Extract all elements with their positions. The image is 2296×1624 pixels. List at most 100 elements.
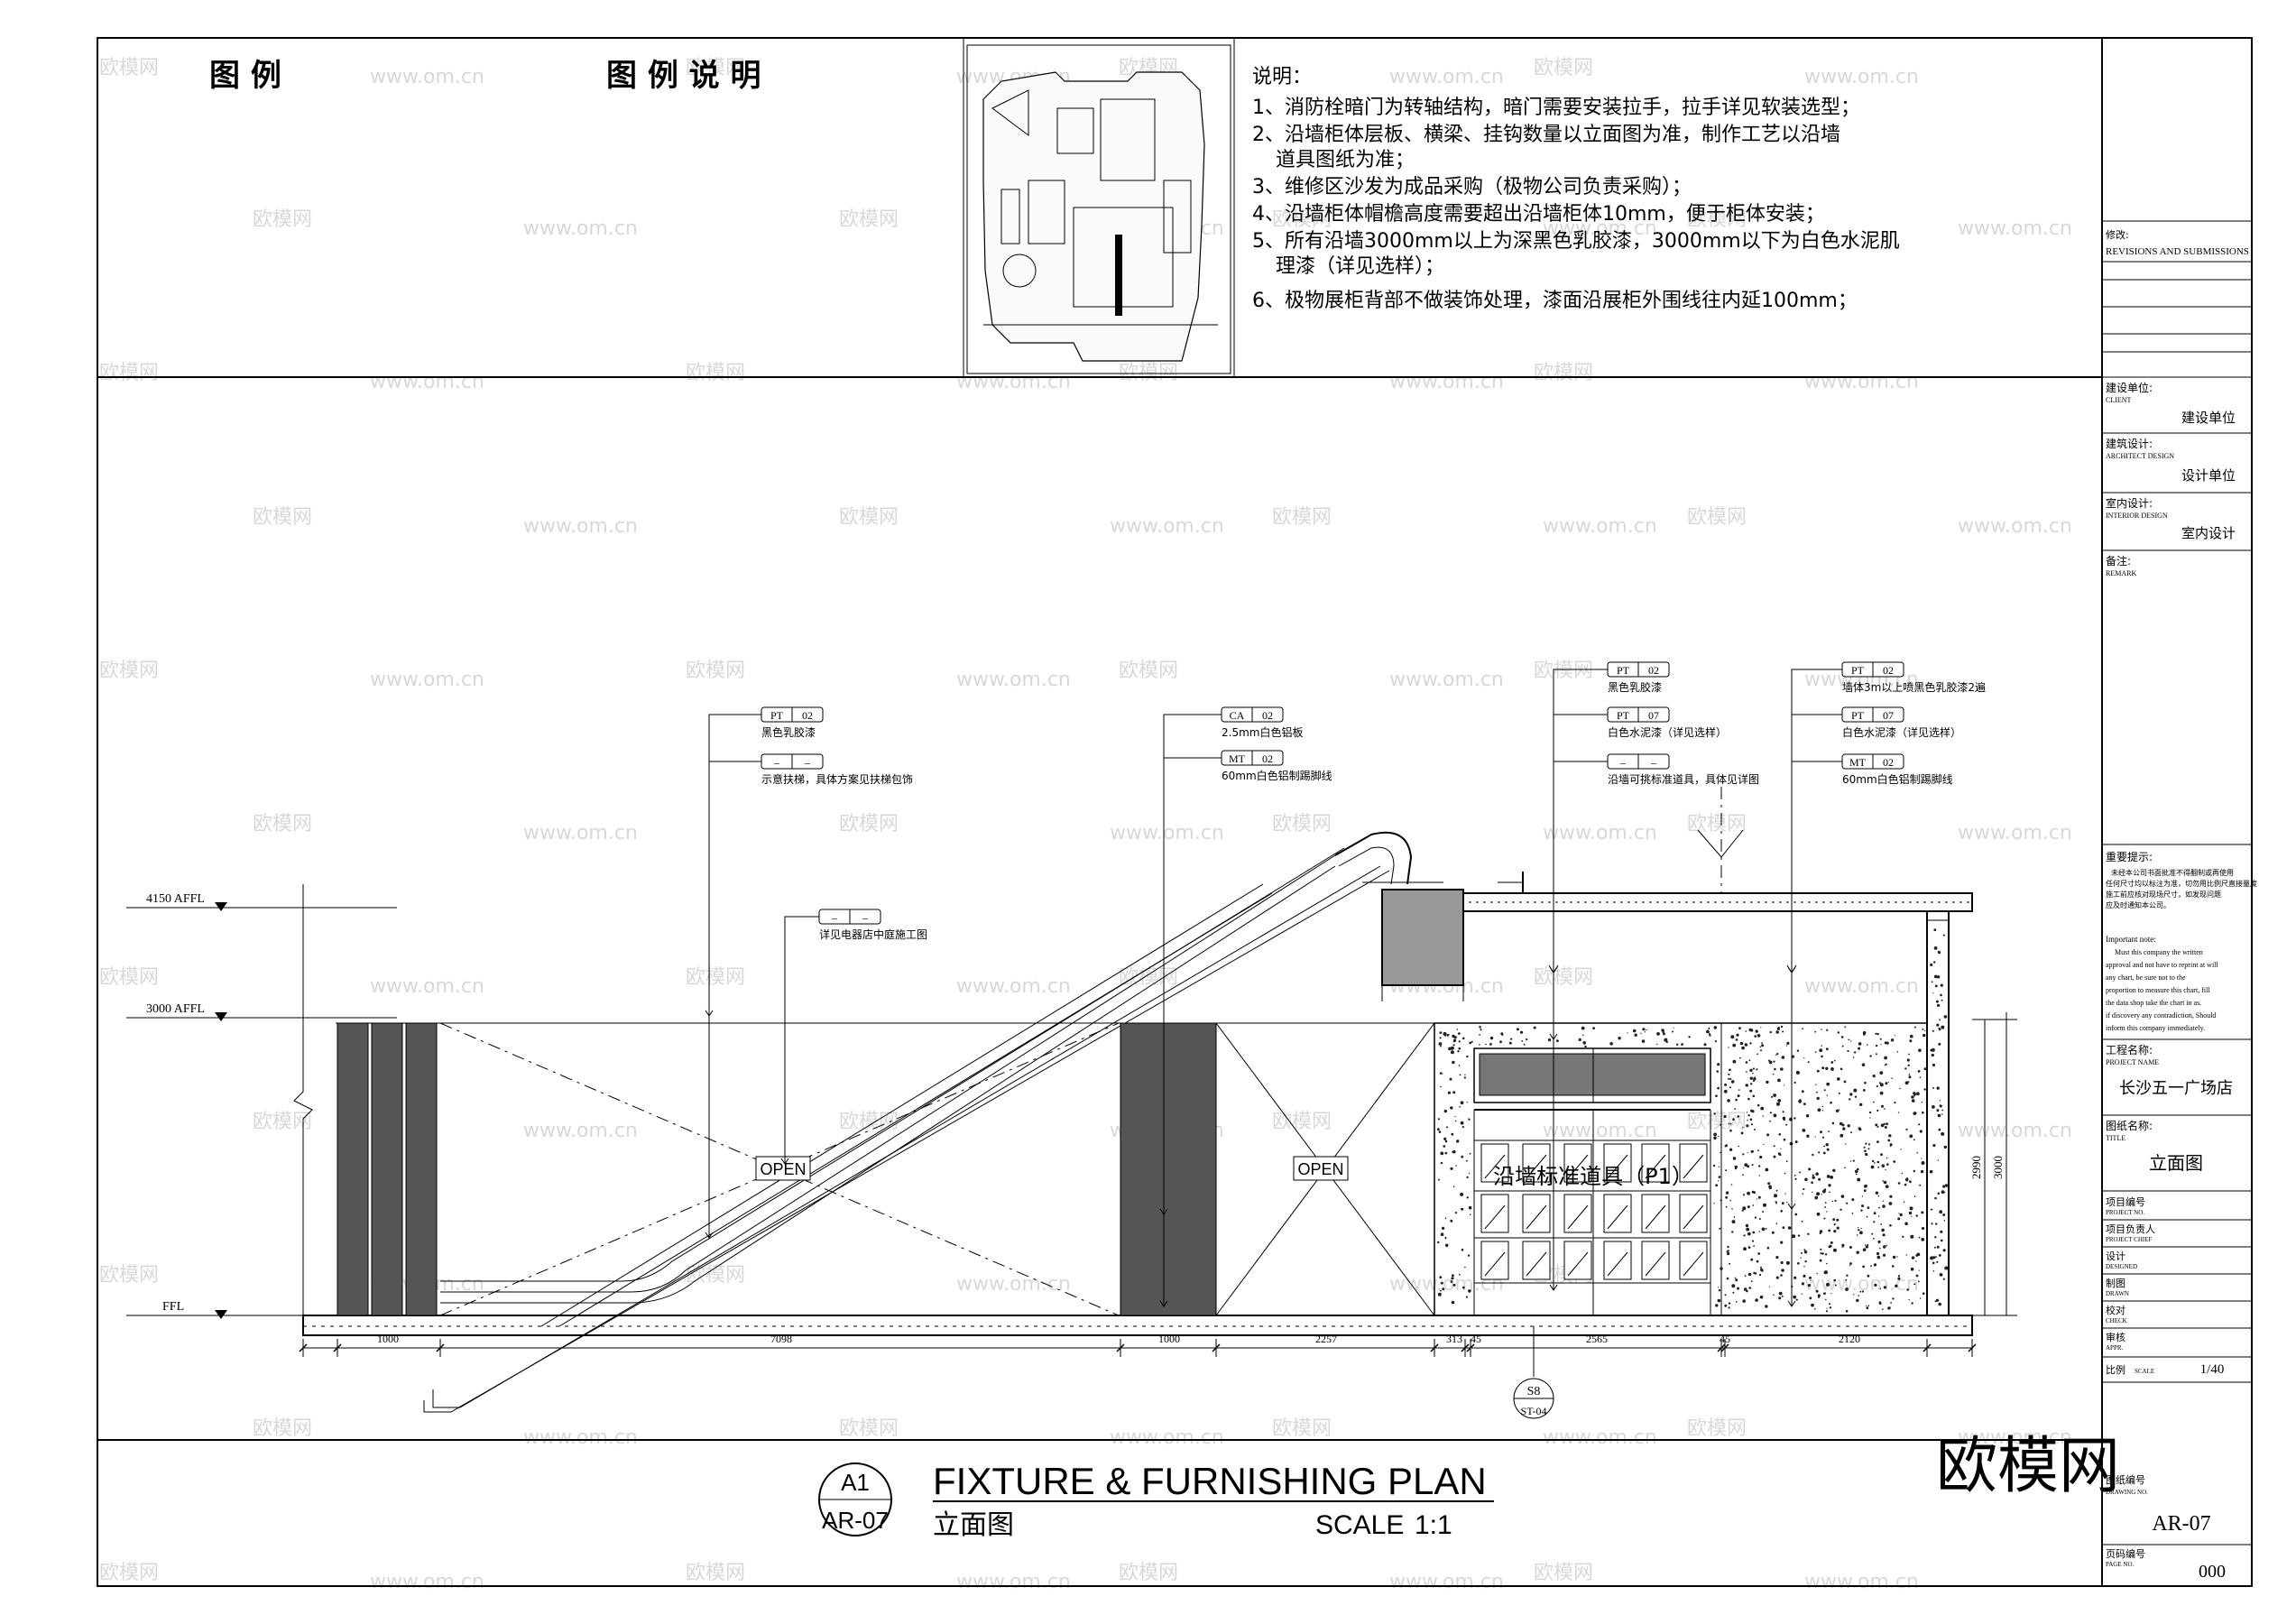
project-value: 长沙五一广场店: [2119, 1079, 2233, 1098]
texture-dot: [1932, 992, 1934, 994]
texture-dot: [1444, 1236, 1447, 1239]
texture-dot: [1911, 1099, 1915, 1103]
important-note: 施工前应核对现场尺寸，如发现问题: [2106, 890, 2221, 899]
texture-dot: [1466, 1176, 1469, 1179]
texture-dot: [1741, 1209, 1744, 1212]
material-desc: 沿墙可挑标准道具，具体见详图: [1608, 772, 1759, 786]
texture-dot: [1775, 1203, 1777, 1204]
texture-dot: [1729, 1086, 1731, 1089]
texture-dot: [1921, 1161, 1925, 1165]
texture-dot: [1830, 1101, 1832, 1104]
texture-dot: [1453, 1036, 1457, 1039]
interior-label-en: INTERIOR DESIGN: [2106, 512, 2168, 520]
texture-dot: [1744, 1275, 1747, 1277]
texture-dot: [1933, 928, 1937, 931]
texture-dot: [1452, 1038, 1457, 1042]
texture-dot: [1864, 1081, 1867, 1084]
texture-dot: [1944, 1266, 1949, 1270]
texture-dot: [1760, 1049, 1762, 1052]
row-label: 校对: [2106, 1304, 2125, 1316]
texture-dot: [1882, 1180, 1884, 1182]
texture-dot: [1729, 1199, 1731, 1202]
open-panel-1: OPEN: [439, 1022, 1120, 1316]
texture-dot: [1468, 1205, 1472, 1210]
texture-dot: [1462, 1126, 1464, 1129]
texture-dot: [1819, 1048, 1823, 1053]
texture-dot: [1909, 1206, 1913, 1211]
texture-dot: [1785, 1260, 1790, 1265]
texture-dot: [1763, 1143, 1765, 1146]
legend-heading: 图 例: [209, 58, 281, 94]
texture-dot: [1782, 1030, 1784, 1033]
texture-dot: [1939, 1019, 1941, 1021]
texture-dot: [1832, 1218, 1836, 1222]
watermark-url: www.om.cn: [370, 1571, 484, 1593]
texture-dot: [1717, 1298, 1721, 1303]
texture-dot: [1452, 1060, 1455, 1065]
watermark-text: 欧模网: [1687, 208, 1747, 231]
watermark-url: www.om.cn: [523, 1120, 638, 1142]
texture-dot: [1936, 1086, 1940, 1090]
fixture-hook: [1607, 1154, 1628, 1179]
note-line: 2、沿墙柜体层板、横梁、挂钩数量以立面图为准，制作工艺以沿墙: [1252, 124, 1840, 146]
dim-slash: [436, 1343, 445, 1352]
watermark-url: www.om.cn: [523, 515, 638, 538]
texture-dot: [1941, 1113, 1943, 1115]
watermark-url: www.om.cn: [1958, 515, 2072, 538]
texture-dot: [1913, 1195, 1916, 1197]
texture-dot: [1876, 1140, 1879, 1143]
texture-dot: [1911, 1215, 1913, 1217]
dim-slash: [1212, 1343, 1221, 1352]
texture-dot: [1942, 934, 1944, 936]
watermark-text: 欧模网: [1534, 1562, 1593, 1584]
texture-dot: [1816, 1192, 1821, 1196]
texture-dot: [1706, 1029, 1710, 1034]
texture-dot: [1875, 1123, 1878, 1127]
texture-dot: [1618, 1037, 1621, 1040]
texture-dot: [1716, 1070, 1719, 1073]
texture-dot: [1808, 1167, 1812, 1171]
texture-dot: [1644, 1031, 1646, 1033]
texture-dot: [1877, 1215, 1880, 1217]
texture-dot: [1773, 1145, 1775, 1148]
texture-dot: [1821, 1252, 1824, 1255]
texture-dot: [1753, 1271, 1756, 1275]
texture-dot: [1765, 1167, 1769, 1172]
texture-dot: [1452, 1274, 1454, 1278]
material-desc: 黑色乳胶漆: [761, 725, 816, 739]
texture-dot: [1939, 1104, 1941, 1106]
texture-dot: [1882, 1204, 1886, 1208]
texture-dot: [1769, 1120, 1771, 1122]
drawing-title-cn: 立面图: [933, 1509, 1014, 1541]
row-label: 项目负责人: [2106, 1223, 2155, 1235]
texture-dot: [1934, 984, 1938, 988]
texture-dot: [1765, 1228, 1767, 1230]
fixture-panel: [1603, 1241, 1632, 1280]
dim-label: 2565: [1586, 1333, 1608, 1345]
texture-dot: [1876, 1160, 1880, 1164]
watermark-url: www.om.cn: [1543, 1120, 1657, 1142]
texture-dot: [1760, 1268, 1764, 1271]
texture-dot: [1838, 1092, 1840, 1094]
texture-dot: [1879, 1303, 1882, 1306]
texture-dot: [1862, 1089, 1866, 1092]
texture-dot: [1922, 1292, 1925, 1295]
texture-dot: [1882, 1200, 1885, 1203]
texture-dot: [1938, 1302, 1941, 1306]
texture-dot: [1820, 1252, 1822, 1255]
texture-dot: [1458, 1040, 1461, 1043]
client-label-en: CLIENT: [2106, 396, 2132, 404]
level-ffl: FFL: [162, 1300, 184, 1314]
watermark-url: www.om.cn: [1958, 217, 2072, 240]
section-bottom: ST-04: [1521, 1405, 1547, 1417]
watermark-text: 欧模网: [253, 1417, 312, 1440]
texture-dot: [1916, 1092, 1920, 1096]
texture-dot: [1785, 1045, 1788, 1047]
texture-dot: [1840, 1195, 1845, 1198]
texture-dot: [1884, 1056, 1888, 1060]
texture-dot: [1746, 1227, 1749, 1232]
texture-dot: [1743, 1247, 1747, 1251]
key-plan: [966, 44, 1231, 374]
texture-dot: [1582, 1034, 1584, 1037]
texture-dot: [1439, 1276, 1443, 1279]
